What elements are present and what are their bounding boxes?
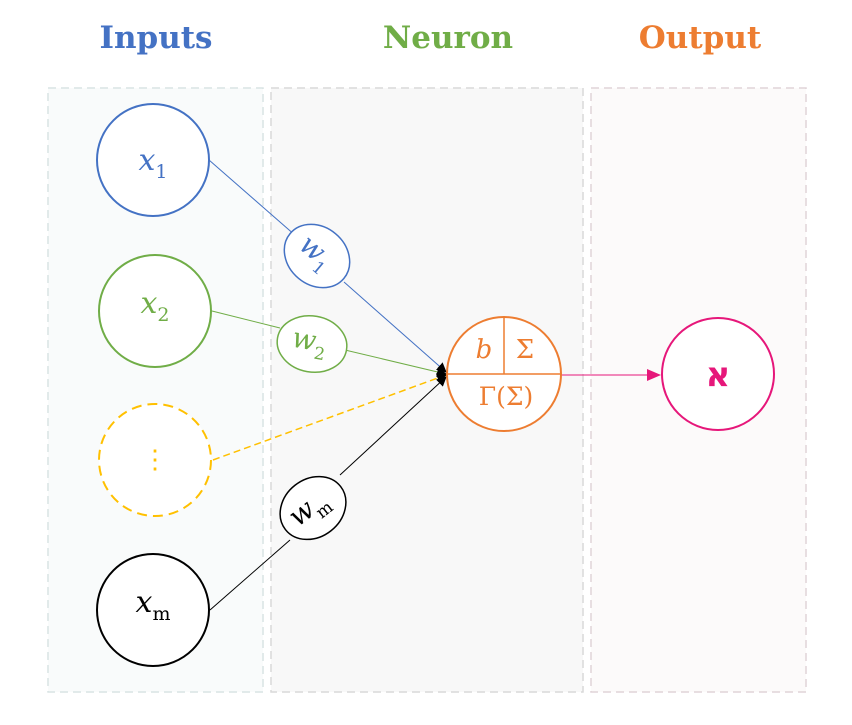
neuron-header: Neuron xyxy=(383,20,513,56)
svg-text:⋮: ⋮ xyxy=(142,445,168,475)
edge-xm-wm xyxy=(209,539,291,611)
edge-w1-neuron xyxy=(343,281,447,373)
edge-wm-neuron xyxy=(339,376,447,476)
weight-node-w2: w2 xyxy=(276,315,348,373)
weight-node-w1: w1 xyxy=(283,223,351,289)
svg-text:xm: xm xyxy=(136,585,171,625)
sum-label: Σ xyxy=(516,335,534,365)
output-node: א xyxy=(661,317,775,431)
input-node-x2: x2 xyxy=(98,254,212,368)
input-node-x1: x1 xyxy=(96,103,210,217)
svg-text:w2: w2 xyxy=(289,321,330,365)
input-node-xm: xm xyxy=(96,553,210,667)
input-node-ellipsis: ⋮ xyxy=(98,403,212,517)
svg-text:x1: x1 xyxy=(138,143,167,183)
neuron-node: b Σ Γ(Σ) xyxy=(446,316,562,432)
weight-node-wm: wm xyxy=(279,475,347,541)
output-symbol: א xyxy=(706,355,731,395)
activation-label: Γ(Σ) xyxy=(479,382,534,411)
edge-x2-w2 xyxy=(211,310,281,329)
inputs-header: Inputs xyxy=(99,20,212,56)
output-header: Output xyxy=(639,20,762,56)
edge-w2-neuron xyxy=(344,349,447,377)
bias-label: b xyxy=(476,335,493,365)
edge-x1-w1 xyxy=(208,159,297,237)
edge-dots-neuron xyxy=(212,373,447,461)
svg-text:x2: x2 xyxy=(140,286,169,326)
